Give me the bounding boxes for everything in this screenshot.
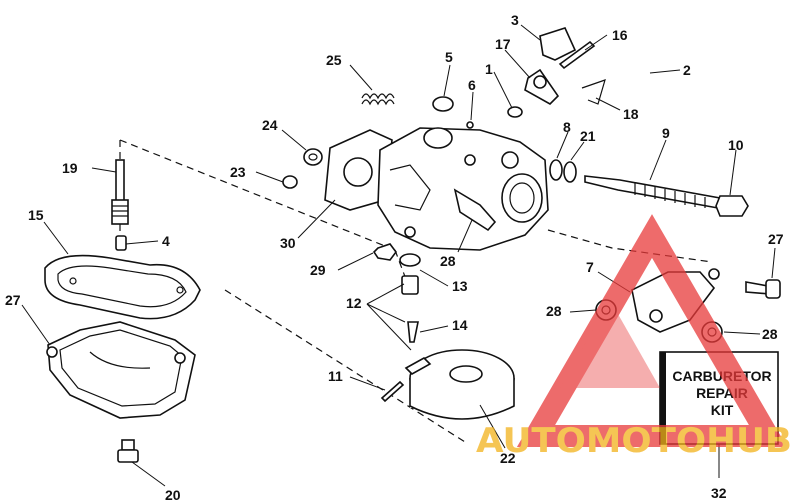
part-23-nut (282, 175, 298, 189)
callout-32: 32 (711, 485, 727, 501)
callout-2: 2 (683, 62, 691, 78)
callout-14: 14 (452, 317, 468, 333)
part-4-spring (115, 235, 127, 251)
part-26-screw (745, 279, 781, 299)
part-carburetor-body (377, 127, 549, 251)
callout-15: 15 (28, 207, 44, 223)
part-9-mixture-needle (584, 175, 721, 209)
part-24-washer (303, 148, 323, 166)
callout-22: 22 (500, 450, 516, 466)
part-14-needle (407, 321, 419, 343)
callout-13: 13 (452, 278, 468, 294)
callout-1: 1 (485, 61, 493, 77)
kit-line-3: KIT (711, 402, 734, 418)
callout-8: 8 (563, 119, 571, 135)
callout-4: 4 (162, 233, 170, 249)
callout-17: 17 (495, 36, 511, 52)
part-13-seat (399, 253, 421, 295)
part-1-washer (507, 106, 523, 118)
callout-labels: 3 16 17 2 1 18 5 6 25 24 23 8 21 9 10 19… (5, 12, 784, 503)
part-30-nut (372, 243, 397, 261)
part-8-gasket (549, 159, 563, 181)
callout-24: 24 (262, 117, 278, 133)
callout-11: 11 (328, 368, 343, 384)
part-11-pin (380, 380, 405, 403)
callout-5: 5 (445, 49, 453, 65)
callout-29: 28 (440, 253, 456, 269)
callout-27: 27 (5, 292, 21, 308)
callout-21: 21 (580, 128, 596, 144)
callout-6: 6 (468, 77, 476, 93)
part-22-float (404, 349, 515, 420)
part-20-drain-screw (117, 439, 139, 463)
part-31-flange-gasket (324, 129, 393, 211)
part-21-washer (563, 161, 577, 183)
callout-20: 20 (165, 487, 181, 503)
watermark-triangle-inner (560, 300, 660, 388)
part-16-screw (558, 40, 596, 70)
part-15-bowl-gasket (44, 254, 201, 320)
callout-19: 19 (62, 160, 78, 176)
part-19-adjust-screw (111, 159, 129, 225)
watermark-triangle-outer (516, 214, 788, 447)
callout-3: 3 (511, 12, 519, 28)
callout-28-right: 28 (762, 326, 778, 342)
callout-10: 10 (728, 137, 744, 153)
watermark-text: AUTOMOTOHUB (476, 421, 792, 461)
callout-30: 29 (310, 262, 326, 278)
callout-18: 18 (623, 106, 639, 122)
callout-28-left: 28 (546, 303, 562, 319)
part-18-link (581, 79, 606, 105)
part-10-nut (715, 195, 749, 217)
part-6-ball (466, 121, 474, 129)
automotohub-watermark: AUTOMOTOHUB (476, 214, 792, 461)
part-25-spring (361, 93, 395, 106)
callout-26: 27 (768, 231, 784, 247)
callout-31: 30 (280, 235, 296, 251)
callout-16: 16 (612, 27, 628, 43)
part-17-lever (524, 68, 560, 105)
part-5-welch-plug (432, 96, 454, 112)
part-27-float-bowl (46, 321, 196, 419)
part-3-knob (539, 27, 577, 61)
callout-25: 25 (326, 52, 342, 68)
callout-12: 12 (346, 295, 362, 311)
callout-9: 9 (662, 125, 670, 141)
callout-7: 7 (586, 259, 594, 275)
callout-23: 23 (230, 164, 246, 180)
